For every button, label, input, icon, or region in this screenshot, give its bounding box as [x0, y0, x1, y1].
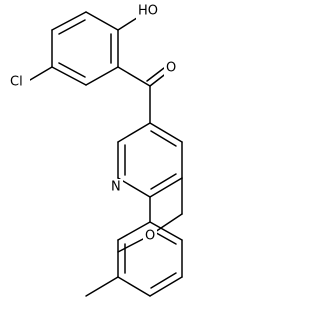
bond: [85, 66, 119, 86]
chemical-structure-diagram: HO Cl O N O: [8, 4, 183, 297]
double-bond-inner: [58, 19, 86, 35]
bond: [117, 177, 151, 198]
double-bond-inner: [150, 130, 177, 147]
bond: [149, 276, 183, 297]
hydroxyl-label: HO: [138, 4, 158, 19]
double-bond-inner: [58, 62, 86, 78]
bond: [51, 11, 87, 31]
bond: [149, 221, 183, 241]
bond-to-methyl: [85, 276, 119, 297]
bond: [51, 66, 87, 86]
ether-oxygen-label: O: [145, 229, 155, 244]
carbonyl-oxygen-label: O: [166, 61, 176, 76]
pyridine-ring: [117, 122, 183, 198]
bond: [85, 11, 119, 31]
double-bond-inner: [150, 272, 177, 289]
bond-ch2-to-ether: [154, 213, 183, 233]
bond: [149, 122, 183, 143]
chlorohydroxyphenyl-ring: [51, 11, 119, 86]
atom-hydroxyl: HO: [136, 4, 160, 20]
bond: [117, 221, 151, 241]
bond-to-carbonyl: [117, 66, 151, 87]
atom-chlorine: Cl: [8, 74, 30, 90]
bond: [149, 177, 183, 198]
bond: [117, 122, 151, 143]
atom-pyridine-nitrogen: N: [109, 179, 123, 195]
double-bond-inner: [150, 173, 177, 190]
carbonyl-double-bond: [146, 67, 165, 82]
chlorine-label: Cl: [10, 75, 23, 90]
bond: [117, 276, 151, 297]
atom-ether-oxygen: O: [143, 228, 157, 244]
benzo-ring: [117, 221, 183, 297]
pyridine-nitrogen-label: N: [111, 180, 121, 195]
atom-carbonyl-oxygen: O: [164, 60, 178, 76]
bond-to-chlorine: [29, 66, 53, 81]
bond-ether-to-benzo: [117, 237, 146, 253]
